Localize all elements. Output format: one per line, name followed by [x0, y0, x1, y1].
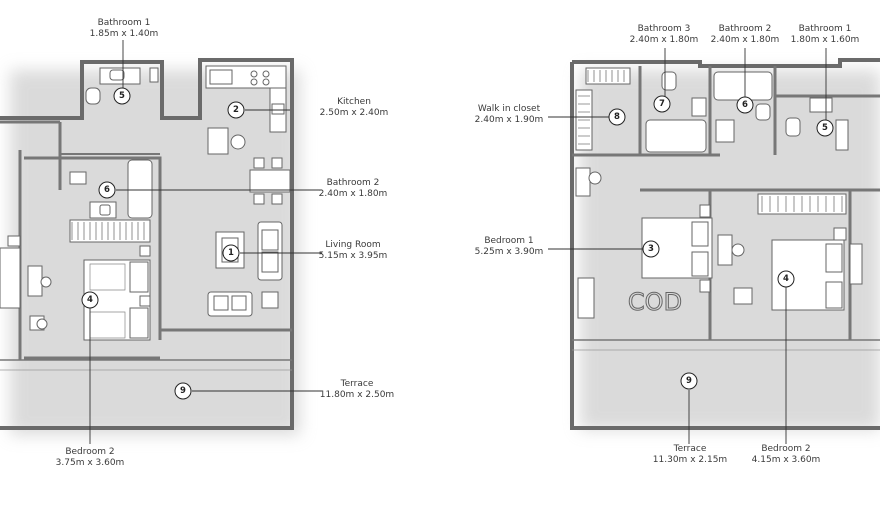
label-kitchen-a: Kitchen 2.50m x 2.40m — [314, 97, 394, 119]
room-size: 2.40m x 1.80m — [710, 35, 780, 45]
marker-9-b-text: 9 — [686, 376, 692, 386]
room-name: Bathroom 1 — [798, 24, 852, 34]
marker-4-a-text: 4 — [87, 295, 93, 305]
room-size: 2.50m x 2.40m — [319, 108, 389, 118]
room-name: Bathroom 2 — [718, 24, 772, 34]
marker-9-b: 9 — [680, 372, 698, 390]
marker-6-b: 6 — [736, 96, 754, 114]
marker-4-b-text: 4 — [783, 274, 789, 284]
marker-1-a: 1 — [222, 244, 240, 262]
marker-4-a: 4 — [81, 291, 99, 309]
marker-7-b: 7 — [653, 95, 671, 113]
marker-8-b: 8 — [608, 108, 626, 126]
marker-3-b-text: 3 — [648, 244, 654, 254]
room-name: Bedroom 2 — [761, 444, 811, 454]
room-size: 11.30m x 2.15m — [652, 455, 728, 465]
floor-plan-left: 5 2 6 1 4 9 — [0, 40, 322, 444]
room-name: Bathroom 3 — [637, 24, 691, 34]
marker-5-b: 5 — [816, 119, 834, 137]
closet-unit-shape: COD — [628, 288, 682, 316]
marker-2-a-text: 2 — [233, 105, 239, 115]
label-bathroom-1-b: Bathroom 1 1.80m x 1.60m — [783, 24, 867, 46]
room-size: 2.40m x 1.80m — [318, 189, 388, 199]
label-terrace-a: Terrace 11.80m x 2.50m — [312, 379, 402, 401]
room-name: Bathroom 1 — [97, 18, 151, 28]
marker-9-a: 9 — [174, 382, 192, 400]
marker-5-a-text: 5 — [119, 91, 125, 101]
label-walk-in-closet-b: Walk in closet 2.40m x 1.90m — [466, 104, 552, 126]
marker-6-a: 6 — [98, 181, 116, 199]
label-living-room-a: Living Room 5.15m x 3.95m — [313, 240, 393, 262]
label-bathroom-1-a: Bathroom 1 1.85m x 1.40m — [84, 18, 164, 40]
room-size: 5.15m x 3.95m — [318, 251, 388, 261]
label-terrace-b: Terrace 11.30m x 2.15m — [645, 444, 735, 466]
marker-9-a-text: 9 — [180, 386, 186, 396]
room-size: 11.80m x 2.50m — [319, 390, 395, 400]
label-bedroom-2-b: Bedroom 2 4.15m x 3.60m — [744, 444, 828, 466]
room-size: 1.85m x 1.40m — [89, 29, 159, 39]
marker-4-b: 4 — [777, 270, 795, 288]
label-bathroom-2-a: Bathroom 2 2.40m x 1.80m — [313, 178, 393, 200]
marker-2-a: 2 — [227, 101, 245, 119]
room-size: 2.40m x 1.90m — [474, 115, 544, 125]
room-name: Kitchen — [337, 97, 371, 107]
room-name: Terrace — [340, 379, 374, 389]
room-name: Walk in closet — [477, 104, 541, 114]
room-name: Bedroom 2 — [65, 447, 115, 457]
room-size: 1.80m x 1.60m — [790, 35, 860, 45]
marker-8-b-text: 8 — [614, 112, 620, 122]
marker-1-a-text: 1 — [228, 248, 234, 258]
room-name: Terrace — [673, 444, 707, 454]
marker-7-b-text: 7 — [659, 99, 665, 109]
floor-plan-right: COD 7 6 5 8 3 4 9 — [548, 48, 880, 444]
room-name: Living Room — [325, 240, 381, 250]
room-size: 4.15m x 3.60m — [751, 455, 821, 465]
label-bathroom-3-b: Bathroom 3 2.40m x 1.80m — [622, 24, 706, 46]
label-bedroom-1-b: Bedroom 1 5.25m x 3.90m — [466, 236, 552, 258]
room-size: 5.25m x 3.90m — [474, 247, 544, 257]
label-bathroom-2-b: Bathroom 2 2.40m x 1.80m — [703, 24, 787, 46]
marker-6-b-text: 6 — [742, 100, 748, 110]
marker-5-b-text: 5 — [822, 123, 828, 133]
room-name: Bathroom 2 — [326, 178, 380, 188]
room-name: Bedroom 1 — [484, 236, 534, 246]
marker-6-a-text: 6 — [104, 185, 110, 195]
label-bedroom-2-a: Bedroom 2 3.75m x 3.60m — [48, 447, 132, 469]
room-size: 2.40m x 1.80m — [629, 35, 699, 45]
room-size: 3.75m x 3.60m — [55, 458, 125, 468]
marker-3-b: 3 — [642, 240, 660, 258]
marker-5-a: 5 — [113, 87, 131, 105]
